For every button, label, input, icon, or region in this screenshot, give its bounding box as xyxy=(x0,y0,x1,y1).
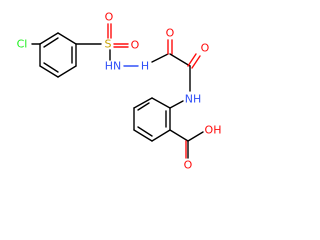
carboxyl-hydroxyl: OH xyxy=(205,124,222,137)
n-to-carbonyl1-bond xyxy=(151,53,169,63)
c2-o-bond-b xyxy=(191,55,201,69)
chlorine-atom-label: Cl xyxy=(17,38,28,51)
sulfonyl-oxygen-top: O xyxy=(105,11,114,24)
ring1-bond-5 xyxy=(39,65,59,78)
chlorophenyl-ring xyxy=(39,32,77,78)
ring-to-carboxyl-bond xyxy=(169,129,189,142)
nh-to-ring-bond xyxy=(169,100,184,109)
sulfur-atom-label: S xyxy=(105,38,112,51)
ring1-double-1 xyxy=(43,37,59,48)
sulfonyl-oxygen-right: O xyxy=(131,39,140,52)
ring1-double-3 xyxy=(43,62,59,73)
chemical-structure-diagram: Cl S O O HN H O O NH xyxy=(16,10,222,172)
ring2-bond-2 xyxy=(133,97,153,109)
ring2-double-1 xyxy=(137,102,150,111)
ring1-bond-4 xyxy=(57,65,77,78)
oxalyl-c-c-bond xyxy=(169,53,191,67)
carboxyl-oxygen: O xyxy=(184,159,193,172)
c2-o-bond-a xyxy=(187,53,197,67)
hydrazine-hn-label: HN xyxy=(105,60,122,73)
ring2-bond-5 xyxy=(151,129,171,142)
ring2-bond-1 xyxy=(151,97,171,109)
oxalyl-oxygen-1: O xyxy=(166,27,175,40)
benzoic-acid-ring xyxy=(133,97,171,142)
molecule-drawing: Cl S O O HN H O O NH xyxy=(17,11,222,172)
ring2-double-2 xyxy=(137,126,153,137)
carboxyl-c-oh-bond xyxy=(187,131,204,142)
ring2-bond-4 xyxy=(133,129,153,142)
hydrazine-h-label: H xyxy=(141,60,149,73)
amide-nh-label: NH xyxy=(185,93,202,106)
ring1-bond-2 xyxy=(57,32,77,45)
ring1-bond-1 xyxy=(39,32,59,45)
oxalyl-oxygen-2: O xyxy=(201,42,210,55)
